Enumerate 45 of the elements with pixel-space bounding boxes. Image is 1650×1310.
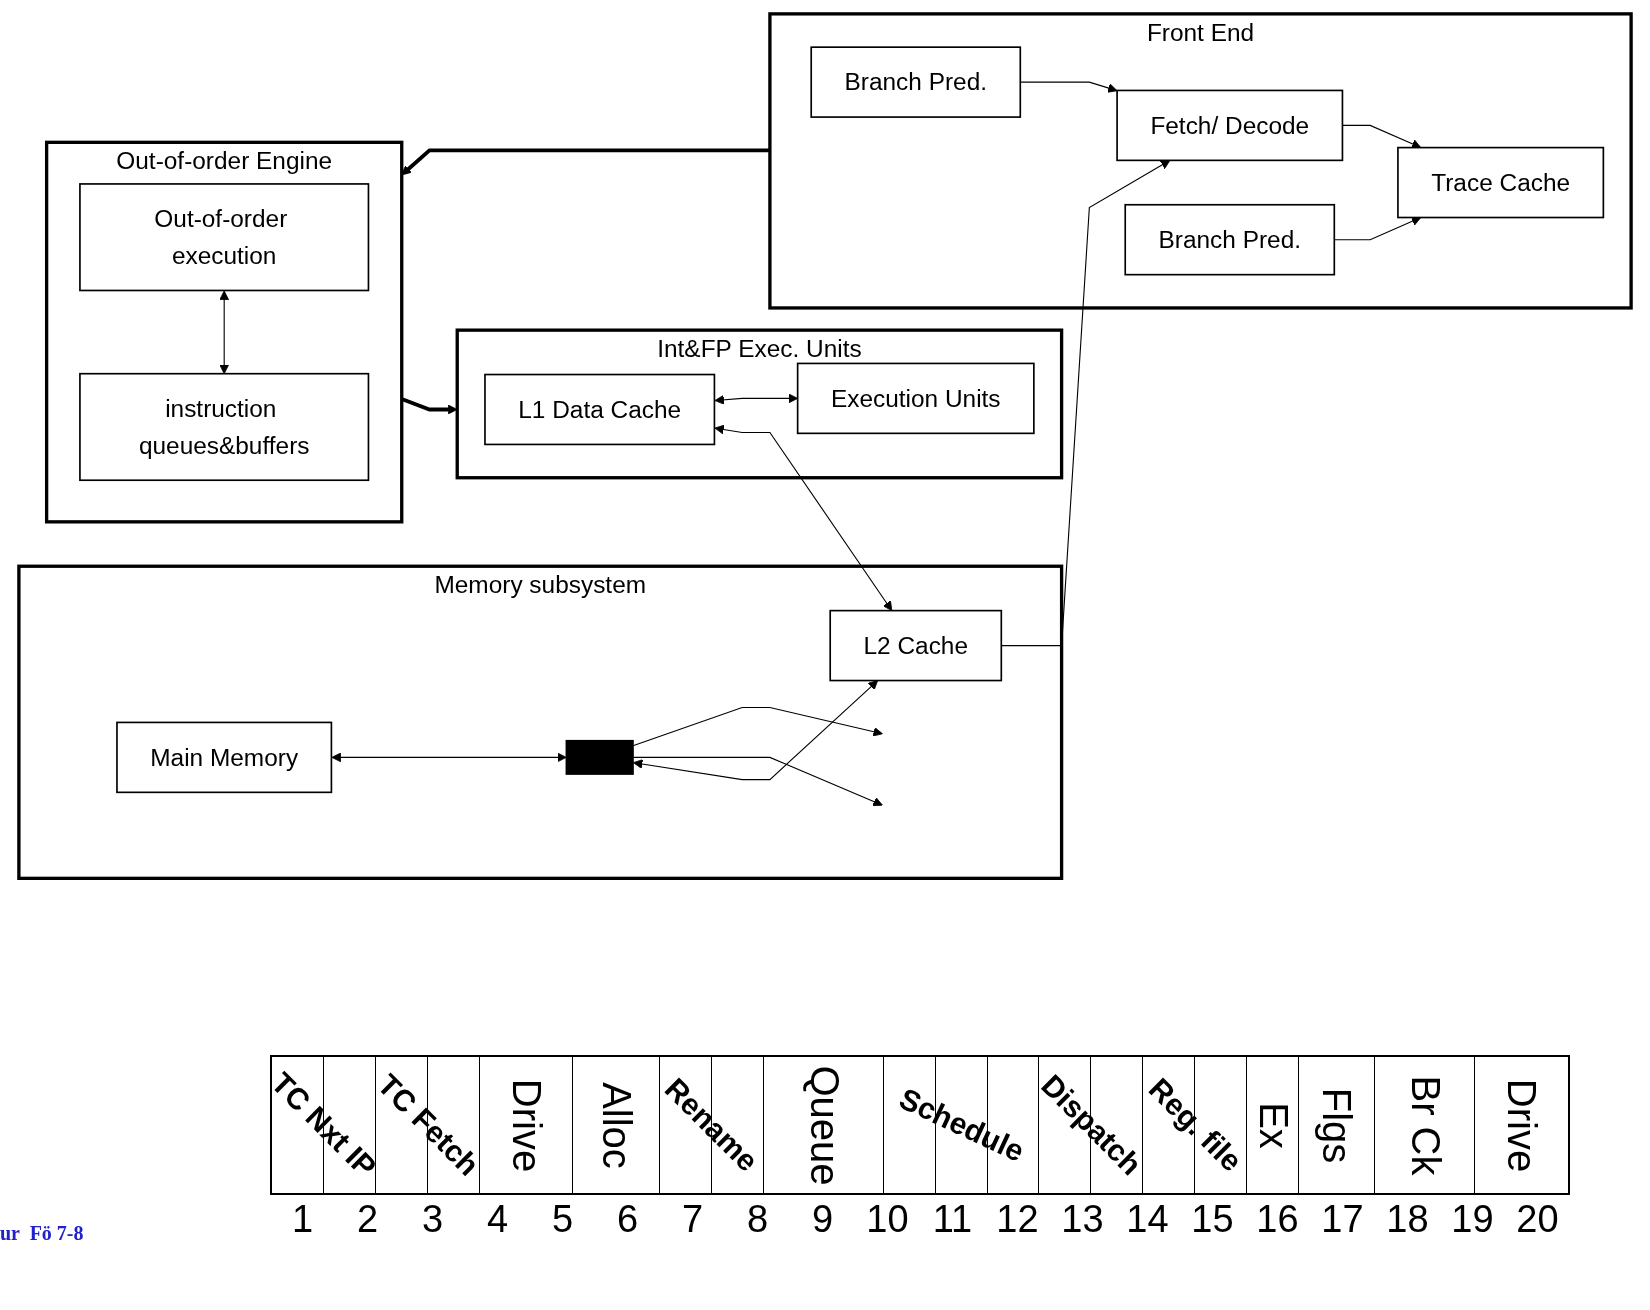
node-box: Out-of-order execution bbox=[79, 183, 370, 292]
stage-label: Drive bbox=[503, 1078, 549, 1172]
stage-number: 15 bbox=[1191, 1198, 1234, 1241]
stage-number: 14 bbox=[1126, 1198, 1169, 1241]
stage-label: Queue bbox=[801, 1064, 847, 1186]
stage-label: Alloc bbox=[593, 1081, 639, 1169]
node-bar bbox=[565, 739, 634, 775]
stage-number: 8 bbox=[746, 1198, 769, 1241]
footer-text: ur Fö 7-8 bbox=[0, 1222, 84, 1245]
stage-label: Ex bbox=[1250, 1101, 1296, 1149]
stage-number: 20 bbox=[1516, 1198, 1559, 1241]
stage-number: 13 bbox=[1061, 1198, 1104, 1241]
stage-label: Flgs bbox=[1314, 1087, 1360, 1163]
stage-number: 19 bbox=[1451, 1198, 1494, 1241]
stage-number: 2 bbox=[356, 1198, 379, 1241]
node-box: instruction queues&buffers bbox=[79, 372, 370, 482]
stage-number: 10 bbox=[866, 1198, 909, 1241]
node-box: Main Memory bbox=[116, 721, 333, 794]
node-box: Branch Pred. bbox=[810, 46, 1022, 118]
arrow bbox=[714, 424, 893, 612]
node-box: L2 Cache bbox=[829, 609, 1003, 682]
stage-number: 3 bbox=[421, 1198, 444, 1241]
stage-label: Br Ck bbox=[1402, 1075, 1448, 1175]
stage-number: 9 bbox=[811, 1198, 834, 1241]
arrow bbox=[331, 752, 567, 763]
arrow bbox=[632, 706, 883, 747]
stage-number: 18 bbox=[1386, 1198, 1429, 1241]
stage-number: 6 bbox=[616, 1198, 639, 1241]
node-box: Execution Units bbox=[796, 362, 1035, 435]
arrow bbox=[633, 680, 879, 781]
stage-number: 11 bbox=[932, 1198, 973, 1241]
arrow bbox=[219, 290, 230, 375]
node-box: Branch Pred. bbox=[1124, 203, 1336, 276]
stage-number: 7 bbox=[681, 1198, 704, 1241]
node-box: Fetch/ Decode bbox=[1116, 89, 1344, 162]
arrow bbox=[632, 756, 883, 807]
node-box: L1 Data Cache bbox=[484, 373, 716, 446]
stage-number: 16 bbox=[1256, 1198, 1299, 1241]
stage-number: 4 bbox=[486, 1198, 509, 1241]
node-box: Trace Cache bbox=[1397, 146, 1605, 219]
stage-number: 1 bbox=[291, 1198, 314, 1241]
stage-number: 17 bbox=[1321, 1198, 1364, 1241]
stage-label: Drive bbox=[1498, 1078, 1544, 1172]
stage-number: 5 bbox=[551, 1198, 574, 1241]
stage-number: 12 bbox=[996, 1198, 1039, 1241]
